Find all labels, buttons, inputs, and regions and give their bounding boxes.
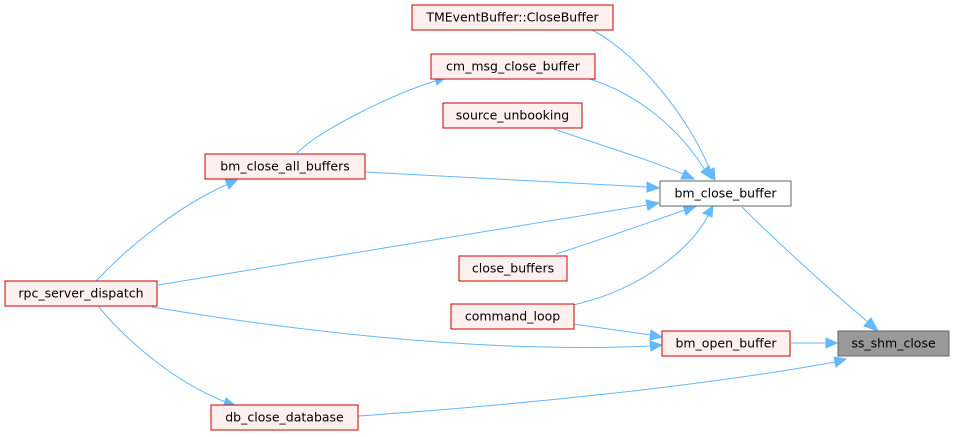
node-cm-msg-close-buffer[interactable]: cm_msg_close_buffer [430, 53, 596, 80]
edge-bm-close-all-buffers-to-rpc-server-dispatch [95, 178, 239, 282]
edge-db-close-database-to-ss-shm-close [357, 356, 848, 417]
edge-source-unbooking-to-bm-close-buffer [553, 128, 696, 180]
node-label: rpc_server_dispatch [18, 286, 143, 301]
node-bm-open-buffer[interactable]: bm_open_buffer [661, 330, 791, 357]
node-label: source_unbooking [456, 108, 569, 123]
node-db-close-database[interactable]: db_close_database [210, 404, 359, 431]
node-tm-event-buffer-close-buffer[interactable]: TMEventBuffer::CloseBuffer [411, 4, 614, 31]
edge-command-loop-to-bm-close-buffer [572, 204, 714, 306]
edge-bm-open-buffer-to-ss-shm-close [791, 337, 839, 349]
node-bm-close-all-buffers[interactable]: bm_close_all_buffers [204, 153, 366, 180]
node-label: bm_close_buffer [674, 186, 777, 201]
node-rpc-server-dispatch[interactable]: rpc_server_dispatch [4, 280, 158, 307]
node-label: command_loop [465, 309, 560, 324]
node-label: db_close_database [225, 410, 344, 425]
edge-rpc-server-dispatch-to-bm-open-buffer [151, 306, 664, 352]
node-bm-close-buffer[interactable]: bm_close_buffer [659, 180, 792, 207]
edge-rpc-server-dispatch-to-bm-close-buffer [157, 199, 661, 286]
node-label: ss_shm_close [851, 336, 936, 351]
edge-rpc-server-dispatch-to-db-close-database [97, 305, 238, 409]
node-label: bm_close_all_buffers [220, 159, 349, 174]
node-ss-shm-close[interactable]: ss_shm_close [837, 330, 950, 357]
edge-bm-close-buffer-to-ss-shm-close [741, 206, 880, 332]
node-command-loop[interactable]: command_loop [450, 303, 575, 330]
edge-close-buffers-to-bm-close-buffer [555, 204, 698, 255]
node-label: TMEventBuffer::CloseBuffer [425, 10, 599, 25]
node-label: cm_msg_close_buffer [446, 59, 581, 74]
node-source-unbooking[interactable]: source_unbooking [442, 102, 583, 129]
edge-bm-close-all-buffers-to-bm-close-buffer [364, 171, 661, 193]
node-label: close_buffers [472, 261, 554, 276]
edge-command-loop-to-bm-open-buffer [572, 323, 664, 341]
node-label: bm_open_buffer [675, 336, 777, 351]
edge-cm-msg-close-buffer-to-bm-close-all-buffers [296, 74, 447, 154]
node-close-buffers[interactable]: close_buffers [458, 255, 568, 282]
edge-cm-msg-close-buffer-to-bm-close-buffer [589, 78, 713, 181]
